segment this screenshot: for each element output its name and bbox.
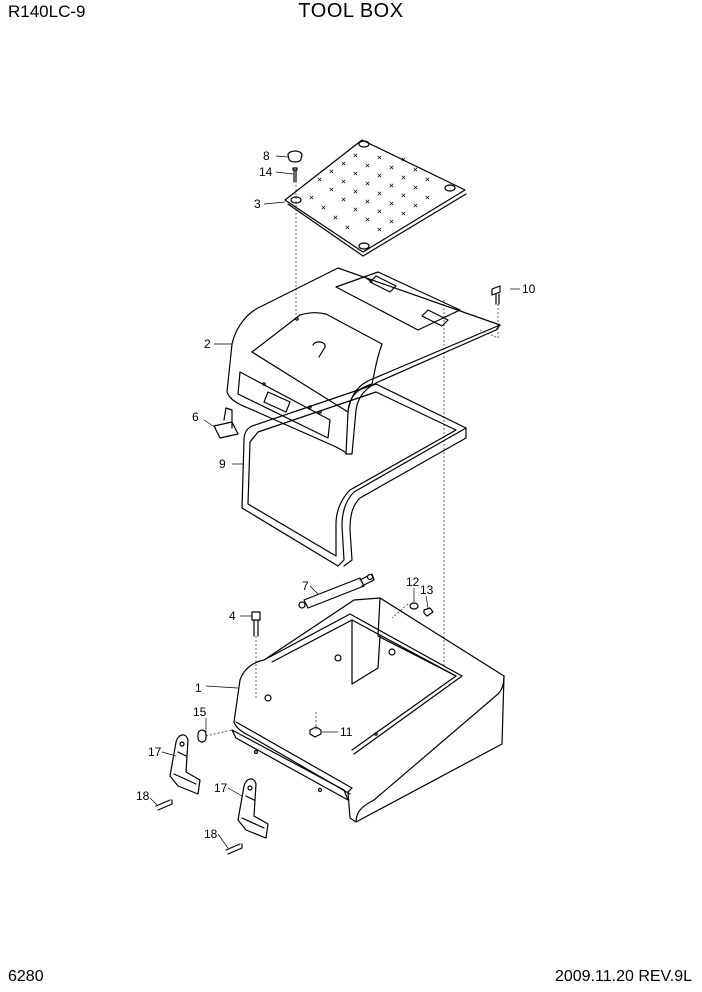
callout-10: 10 bbox=[522, 282, 536, 296]
callout-12: 12 bbox=[406, 575, 420, 589]
part-17-hinge-right bbox=[237, 778, 269, 839]
part-2-cover bbox=[226, 267, 501, 455]
part-4-bolt bbox=[251, 611, 261, 637]
page-number: 6280 bbox=[8, 968, 44, 985]
page-title: TOOL BOX bbox=[298, 0, 404, 22]
part-17-hinge-left bbox=[169, 734, 201, 795]
callout-8: 8 bbox=[263, 149, 270, 163]
part-14-bolt bbox=[292, 167, 298, 183]
callout-11: 11 bbox=[340, 725, 353, 739]
callout-3: 3 bbox=[254, 197, 261, 211]
part-10-bolt bbox=[491, 285, 501, 305]
callout-13: 13 bbox=[420, 583, 434, 597]
callout-17-right: 17 bbox=[214, 781, 228, 795]
part-3-mat bbox=[284, 139, 467, 257]
callout-15: 15 bbox=[193, 705, 207, 719]
callout-7: 7 bbox=[302, 579, 309, 593]
part-18-screw-right bbox=[225, 843, 243, 855]
part-7-gas-spring bbox=[298, 573, 375, 609]
part-13-nut bbox=[423, 607, 434, 617]
callout-4: 4 bbox=[229, 609, 236, 623]
part-8-cap bbox=[287, 150, 303, 163]
revision-date: 2009.11.20 REV.9L bbox=[554, 968, 692, 985]
callout-6: 6 bbox=[192, 410, 199, 424]
callout-2: 2 bbox=[204, 337, 211, 351]
part-9-seal bbox=[241, 383, 467, 567]
callout-9: 9 bbox=[219, 457, 226, 471]
part-1-box bbox=[231, 597, 505, 823]
callout-18-right: 18 bbox=[204, 827, 218, 841]
model-label: R140LC-9 bbox=[8, 2, 86, 21]
part-18-screw-left bbox=[155, 799, 173, 811]
callout-18-left: 18 bbox=[136, 789, 150, 803]
callout-1: 1 bbox=[195, 681, 202, 695]
part-11-nut bbox=[309, 726, 322, 738]
callout-14: 14 bbox=[259, 165, 273, 179]
part-15-knob bbox=[197, 729, 207, 743]
callout-17-left: 17 bbox=[148, 745, 162, 759]
part-12-washer bbox=[409, 602, 419, 610]
part-6-latch bbox=[213, 407, 239, 439]
